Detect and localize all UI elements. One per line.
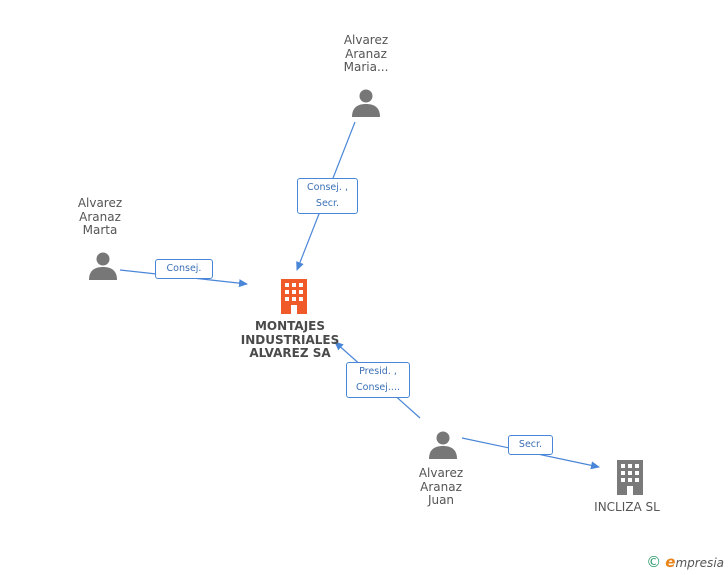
- person-label-maria[interactable]: Alvarez Aranaz Maria...: [343, 33, 389, 74]
- role-label-juan-incliza: Secr.: [508, 435, 553, 455]
- brand-logo[interactable]: empresia: [665, 553, 724, 571]
- company-label-incliza[interactable]: INCLIZA SL: [594, 500, 660, 514]
- person-label-juan[interactable]: Alvarez Aranaz Juan: [418, 466, 464, 507]
- building-icon[interactable]: [615, 460, 645, 495]
- brand-footer: © empresia: [646, 553, 724, 571]
- person-label-marta[interactable]: Alvarez Aranaz Marta: [77, 196, 123, 237]
- role-label-marta-montajes: Consej.: [155, 259, 213, 279]
- person-icon[interactable]: [351, 88, 381, 118]
- company-label-montajes[interactable]: MONTAJES INDUSTRIALES ALVAREZ SA: [240, 319, 340, 360]
- person-icon[interactable]: [88, 251, 118, 281]
- role-label-juan-montajes: Presid. , Consej....: [346, 362, 410, 398]
- person-icon[interactable]: [428, 430, 458, 460]
- copyright-icon: ©: [646, 553, 662, 571]
- building-icon[interactable]: [279, 279, 309, 314]
- role-label-maria-montajes: Consej. , Secr.: [297, 178, 358, 214]
